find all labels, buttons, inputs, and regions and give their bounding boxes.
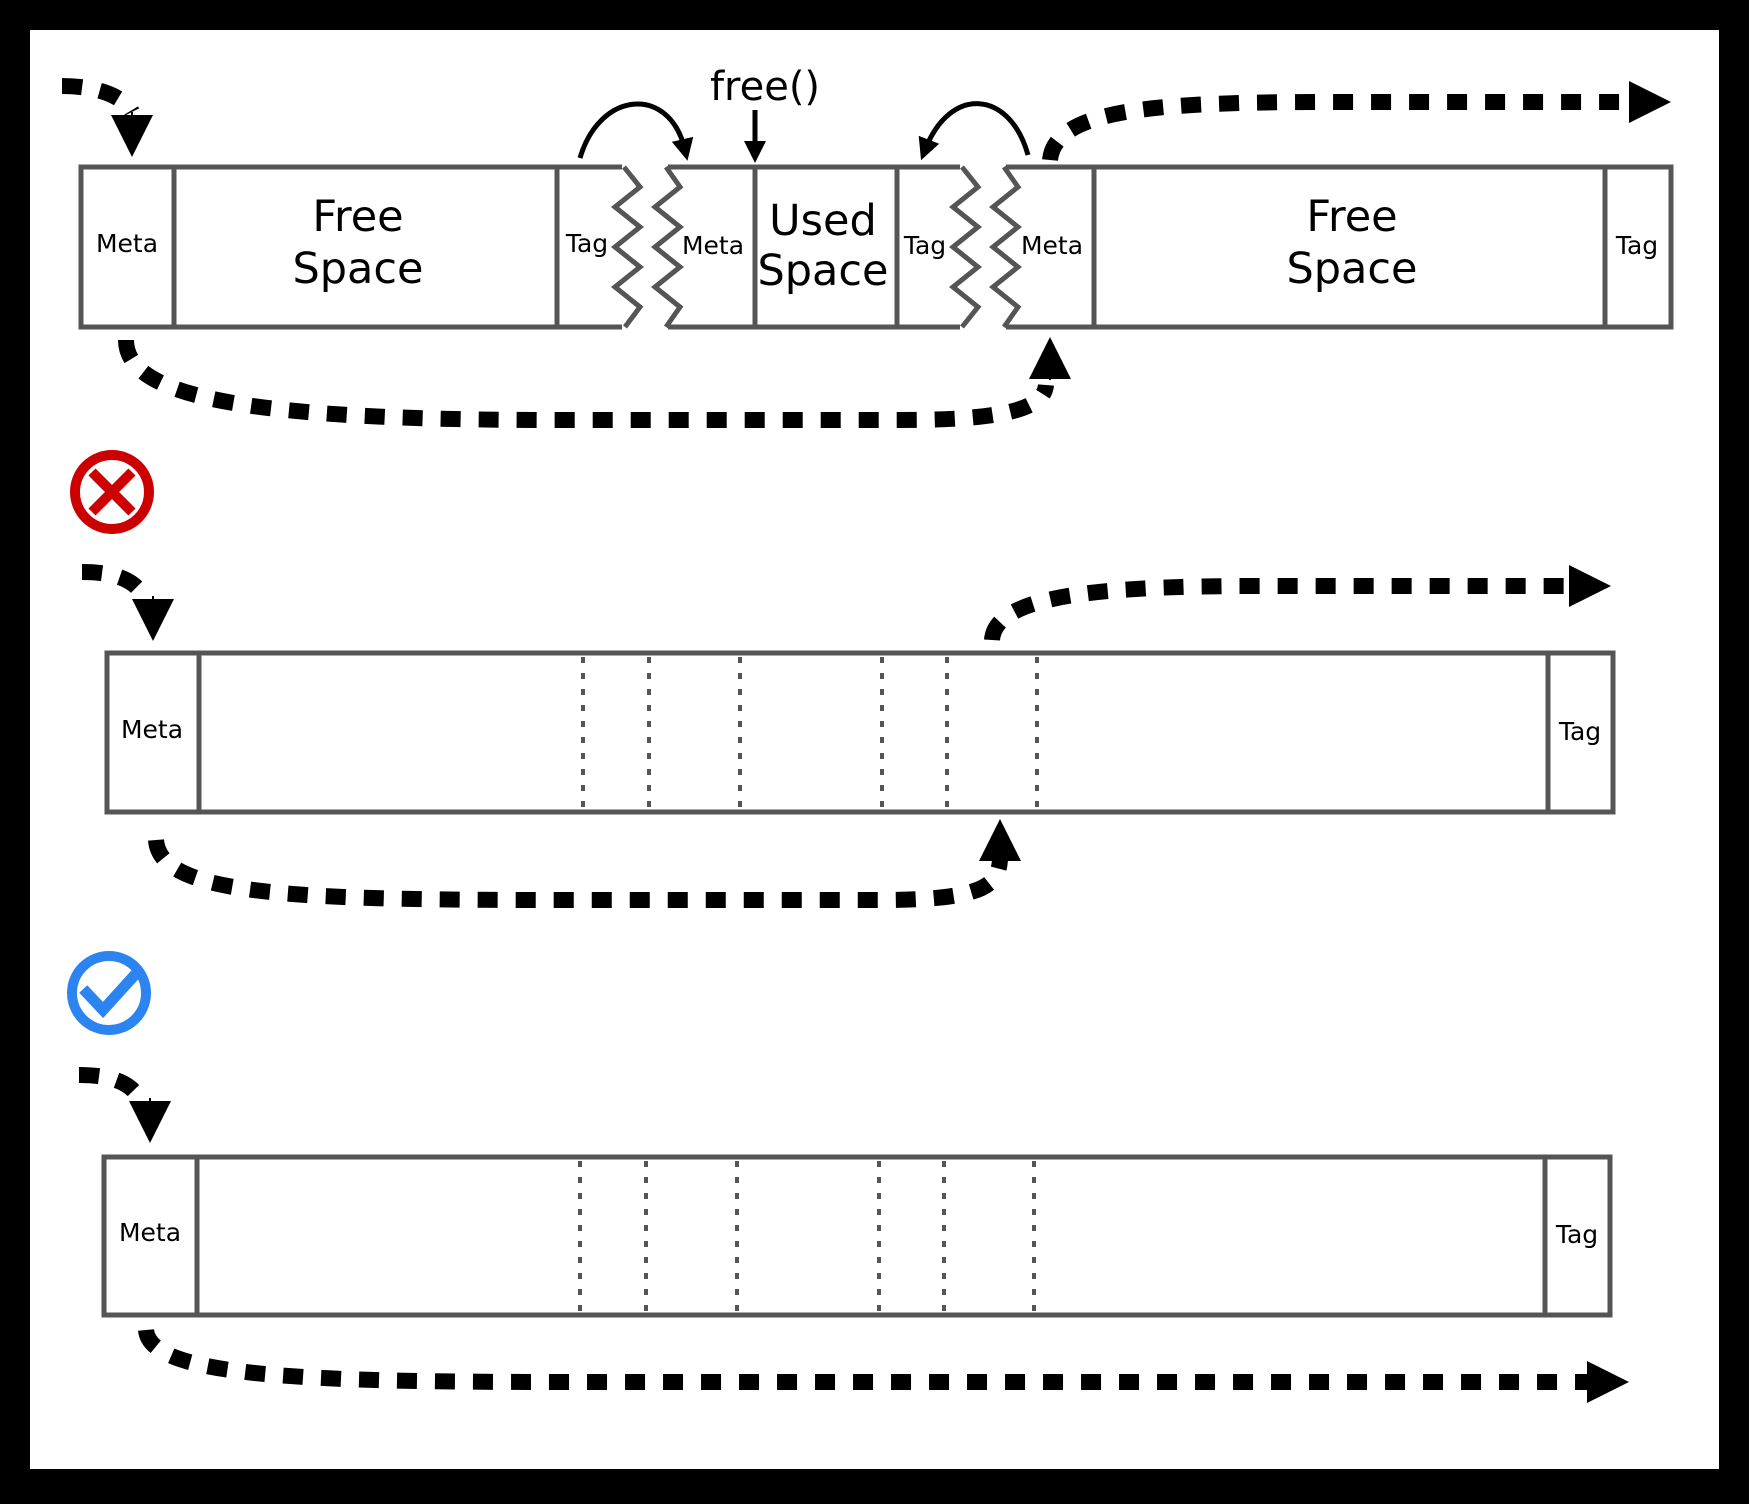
- incoming-pointer-wrong: [81, 564, 151, 601]
- right-free-label-2: Space: [1286, 244, 1417, 294]
- incoming-pointer-correct: [78, 1067, 148, 1104]
- correct-row: Meta Tag: [67, 951, 1629, 1403]
- wrong-row: Meta Tag: [70, 450, 1616, 908]
- top-row: Meta Free Space Tag Meta Used Space Tag …: [61, 64, 1674, 428]
- correct-tag-label: Tag: [1555, 1220, 1598, 1249]
- right-tag-label: Tag: [1615, 231, 1658, 260]
- right-block-outline: [1000, 164, 1674, 330]
- wrong-meta-label: Meta: [121, 715, 183, 744]
- tag-to-meta-link: [577, 101, 694, 161]
- torn-edge-right-b: [988, 165, 1023, 329]
- correct-meta-label: Meta: [119, 1218, 181, 1247]
- torn-edge-left-a: [610, 165, 645, 329]
- cross-circle-icon: [70, 450, 154, 534]
- outgoing-pointer-correct: [138, 1328, 1590, 1390]
- left-tag-label: Tag: [565, 229, 608, 258]
- free-call-label: free(): [710, 64, 820, 110]
- correct-block-outline: [101, 1154, 1613, 1318]
- used-label-2: Space: [757, 246, 888, 296]
- meta-to-tag-link: [918, 101, 1031, 161]
- wrong-tag-label: Tag: [1558, 717, 1601, 746]
- torn-edge-left-b: [650, 165, 685, 329]
- gap-left-mask: [622, 160, 668, 335]
- middle-meta-label: Meta: [682, 231, 744, 260]
- torn-edge-right-a: [948, 165, 983, 329]
- stale-pointer-wrong: [148, 838, 1008, 908]
- outgoing-pointer-wrong: [984, 578, 1575, 642]
- skip-pointer-top: [118, 339, 1054, 428]
- gap-right-mask: [960, 160, 1006, 335]
- left-free-label-2: Space: [292, 244, 423, 294]
- left-free-label-1: Free: [312, 192, 403, 242]
- check-circle-icon: [67, 951, 151, 1035]
- left-meta-label: Meta: [96, 229, 158, 258]
- used-label-1: Used: [769, 196, 877, 246]
- middle-tag-label: Tag: [903, 231, 946, 260]
- right-free-label-1: Free: [1306, 192, 1397, 242]
- wrong-block-outline: [104, 650, 1616, 815]
- incoming-pointer-top: [61, 78, 140, 117]
- right-meta-label: Meta: [1021, 231, 1083, 260]
